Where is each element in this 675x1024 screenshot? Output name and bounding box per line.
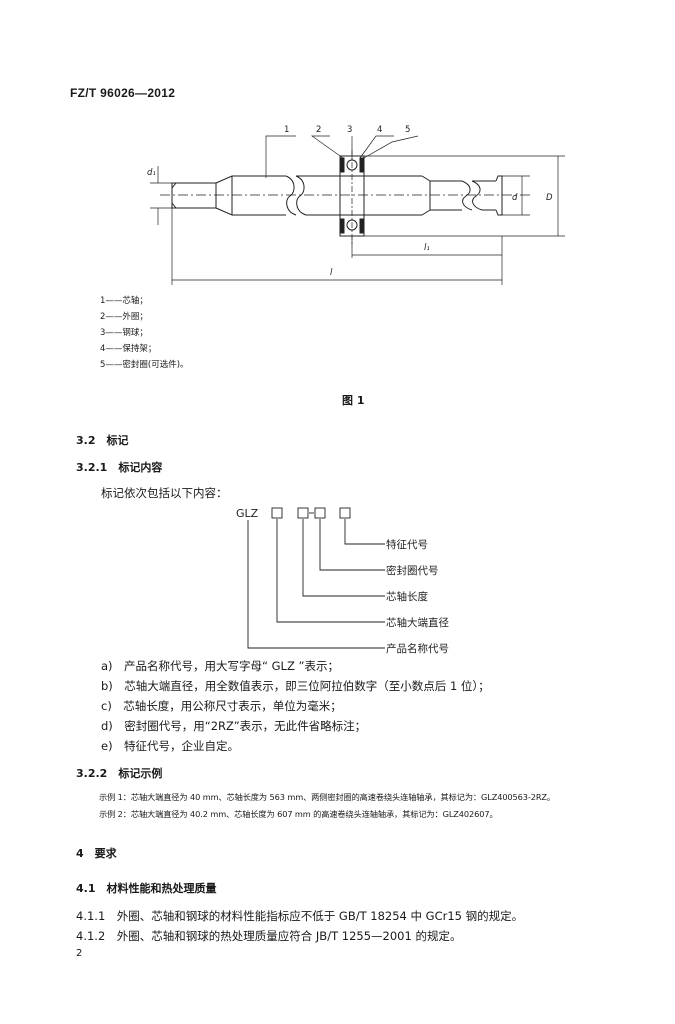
page-number: 2 (76, 948, 83, 959)
marking-intro: 标记依次包括以下内容： (101, 486, 228, 500)
standard-number: FZ/T 96026—2012 (70, 86, 176, 100)
marking-code-diagram: GLZ 特征代号 密封圈代号 芯轴长度 芯轴大端直径 产品名称代号 (236, 507, 449, 655)
legend-item: 5——密封圈(可选件)。 (100, 360, 189, 370)
list-item: b) 芯轴大端直径，用全数值表示，即三位阿拉伯数字（至小数点后 1 位）； (101, 679, 490, 693)
part-2-label: 2 (316, 125, 321, 135)
figure-caption: 图 1 (342, 394, 365, 407)
section-3-2-2-title: 3.2.2 标记示例 (76, 767, 163, 780)
legend-item: 1——芯轴； (100, 296, 148, 306)
part-5-label: 5 (405, 125, 410, 135)
list-item: c) 芯轴长度，用公称尺寸表示，单位为毫米； (101, 699, 342, 713)
legend-item: 4——保持架； (100, 344, 157, 354)
code-box-seal (314, 507, 326, 519)
dim-l1: l₁ (424, 243, 430, 253)
section-3-2-1-title: 3.2.1 标记内容 (76, 461, 163, 474)
part-1-label: 1 (284, 125, 289, 135)
label-seal-code: 密封圈代号 (386, 564, 439, 577)
code-box-diameter (271, 507, 283, 519)
section-4-1-title: 4.1 材料性能和热处理质量 (76, 882, 217, 895)
bearing-drawing: 1 2 3 4 5 d₁ d D l₁ l (147, 125, 565, 285)
clause-4-1-2: 4.1.2 外圈、芯轴和钢球的热处理质量应符合 JB/T 1255—2001 的… (76, 929, 462, 943)
dim-d: d (512, 193, 518, 203)
clause-4-1-1: 4.1.1 外圈、芯轴和钢球的材料性能指标应不低于 GB/T 18254 中 G… (76, 909, 524, 923)
label-feature-code: 特征代号 (386, 539, 428, 551)
legend-item: 2——外圈； (100, 312, 148, 322)
part-3-label: 3 (347, 125, 352, 135)
figure-legend: 1——芯轴； 2——外圈； 3——钢球； 4——保持架； 5——密封圈(可选件)… (100, 293, 189, 373)
example-1: 示例 1：芯轴大端直径为 40 mm、芯轴长度为 563 mm、两侧密封圈的高速… (99, 792, 556, 802)
example-2: 示例 2：芯轴大端直径为 40.2 mm、芯轴长度为 607 mm 的高速卷绕头… (99, 809, 498, 819)
code-prefix: GLZ (236, 507, 259, 520)
section-3-2-title: 3.2 标记 (76, 434, 129, 447)
dim-l: l (330, 268, 333, 278)
section-4-title: 4 要求 (76, 847, 117, 860)
label-shaft-diameter: 芯轴大端直径 (386, 616, 449, 629)
list-item: d) 密封圈代号，用“2RZ”表示，无此件省略标注； (101, 719, 367, 733)
label-product-code: 产品名称代号 (386, 642, 449, 655)
label-shaft-length: 芯轴长度 (386, 590, 428, 603)
list-item: a) 产品名称代号，用大写字母“ GLZ ”表示； (101, 659, 339, 673)
dim-D: D (546, 193, 553, 203)
code-box-length (297, 507, 309, 519)
list-item: e) 特征代号，企业自定。 (101, 739, 240, 753)
dim-d1: d₁ (147, 168, 156, 178)
legend-item: 3——钢球； (100, 328, 148, 338)
code-box-feature (339, 507, 351, 519)
part-4-label: 4 (377, 125, 382, 135)
